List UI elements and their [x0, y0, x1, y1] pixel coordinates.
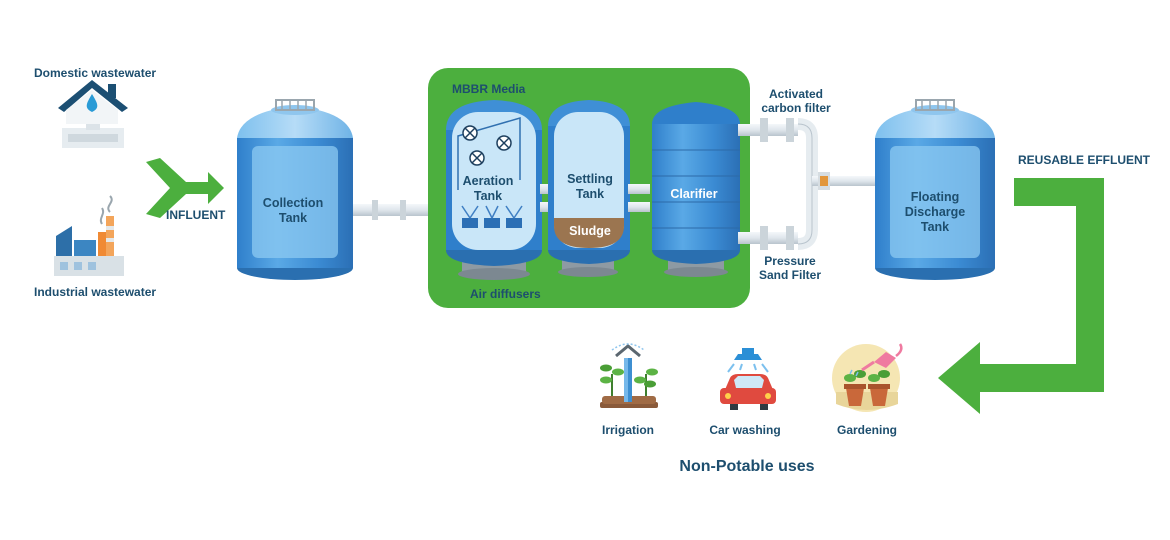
use-label-irrigation: Irrigation: [601, 423, 655, 437]
mbbr-media-label: MBBR Media: [452, 82, 526, 96]
aeration-tank: [446, 100, 542, 280]
collection-tank: [237, 99, 353, 280]
house-icon: [58, 80, 128, 148]
aeration-tank-label: Aeration Tank: [462, 174, 514, 203]
industrial-wastewater-label: Industrial wastewater: [34, 285, 157, 299]
pipe: [353, 200, 449, 220]
reusable-effluent-arrow: [938, 178, 1104, 414]
influent-arrow: [146, 158, 224, 218]
use-label-gardening: Gardening: [836, 423, 898, 437]
pipe: [628, 184, 650, 194]
filter-pipes: [738, 118, 878, 250]
pipe: [540, 202, 552, 212]
clarifier-label: Clarifier: [670, 187, 718, 201]
air-diffusers-label: Air diffusers: [470, 287, 541, 301]
sludge-label: Sludge: [569, 224, 611, 238]
pipe: [540, 184, 552, 194]
influent-label: INFLUENT: [166, 208, 226, 222]
floating-discharge-tank-label: Floating Discharge Tank: [904, 190, 966, 234]
non-potable-uses-title: Non-Potable uses: [679, 458, 815, 475]
gardening-icon: [832, 343, 903, 412]
settling-tank-label: Settling Tank: [567, 172, 613, 201]
car-wash-icon: [720, 348, 776, 410]
collection-tank-label: Collection Tank: [262, 196, 324, 225]
use-label-car-washing: Car washing: [709, 423, 781, 437]
domestic-wastewater-label: Domestic wastewater: [34, 66, 157, 80]
irrigation-icon: [600, 343, 658, 408]
factory-icon: [54, 195, 124, 276]
pipe: [628, 202, 650, 212]
pressure-sand-filter-label: Pressure Sand Filter: [758, 254, 822, 282]
settling-tank: [548, 100, 630, 277]
floating-discharge-tank: [875, 99, 995, 280]
reusable-effluent-label: REUSABLE EFFLUENT: [1018, 153, 1150, 167]
activated-carbon-filter-label: Activated carbon filter: [761, 87, 831, 115]
clarifier-tank: [652, 102, 740, 277]
